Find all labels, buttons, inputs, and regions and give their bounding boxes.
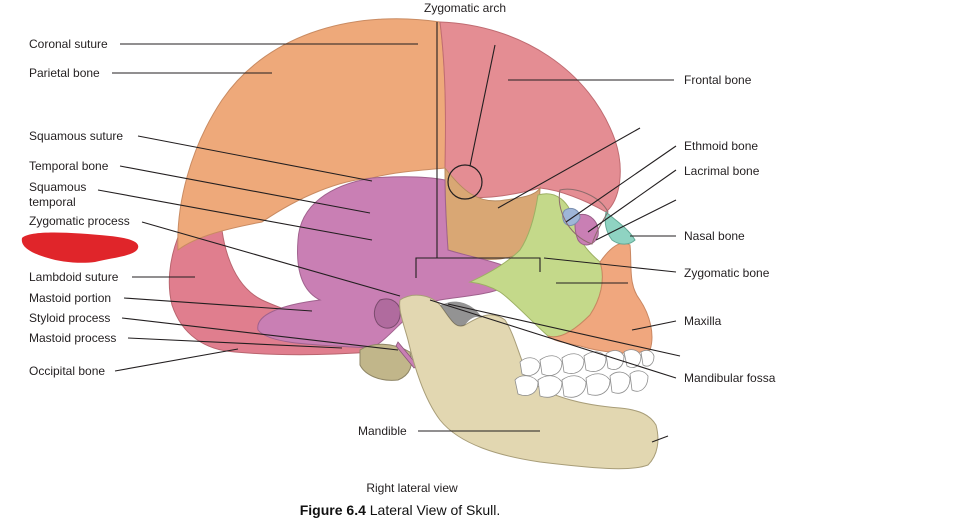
lacrimal-bone-shape bbox=[574, 213, 599, 246]
label-zygomatic-arch: Zygomatic arch bbox=[424, 1, 506, 15]
frontal-bone-shape bbox=[439, 21, 621, 213]
figure-caption: Figure 6.4 Lateral View of Skull. bbox=[200, 502, 600, 518]
label-mastoid-process: Mastoid process bbox=[29, 331, 116, 345]
label-lacrimal-bone: Lacrimal bone bbox=[684, 164, 760, 178]
coronoid-notch bbox=[440, 301, 482, 327]
teeth-lower bbox=[514, 370, 649, 398]
label-maxilla: Maxilla bbox=[684, 314, 722, 328]
label-parietal-bone: Parietal bone bbox=[29, 66, 100, 80]
external-ear-canal bbox=[373, 298, 401, 329]
label-styloid-process: Styloid process bbox=[29, 311, 110, 325]
figure-title: Lateral View of Skull. bbox=[365, 502, 501, 518]
label-frontal-bone: Frontal bone bbox=[684, 73, 752, 87]
label-coronal-suture: Coronal suture bbox=[29, 37, 108, 51]
zygomatic-arch-marker-circle bbox=[447, 164, 483, 200]
label-zygomatic-process: Zygomatic process bbox=[29, 214, 130, 228]
leader-lines bbox=[97, 43, 681, 443]
label-squamous-suture: Squamous suture bbox=[29, 129, 123, 143]
label-ethmoid-bone: Ethmoid bone bbox=[684, 139, 758, 153]
label-squamous-temporal-line2: temporal bbox=[29, 195, 76, 209]
label-squamous-temporal-line1: Squamous bbox=[29, 180, 86, 194]
label-occipital-bone: Occipital bone bbox=[29, 364, 105, 378]
label-mandibular-fossa: Mandibular fossa bbox=[684, 371, 776, 385]
styloid-process-shape bbox=[395, 341, 419, 369]
label-nasal-bone: Nasal bone bbox=[684, 229, 745, 243]
label-temporal-bone: Temporal bone bbox=[29, 159, 109, 173]
red-annotation-mark bbox=[21, 232, 139, 263]
label-lambdoid-suture: Lambdoid suture bbox=[29, 270, 119, 284]
label-zygomatic-bone: Zygomatic bone bbox=[684, 266, 770, 280]
teeth-upper bbox=[519, 349, 655, 376]
label-mandible: Mandible bbox=[358, 424, 407, 438]
zygomatic-arch-bracket bbox=[415, 22, 541, 278]
mastoid-process-shape bbox=[359, 343, 412, 381]
figure-number: Figure 6.4 bbox=[299, 502, 366, 518]
view-caption: Right lateral view bbox=[366, 481, 458, 495]
label-mastoid-portion: Mastoid portion bbox=[29, 291, 111, 305]
temporal-bone-shape bbox=[257, 176, 521, 349]
